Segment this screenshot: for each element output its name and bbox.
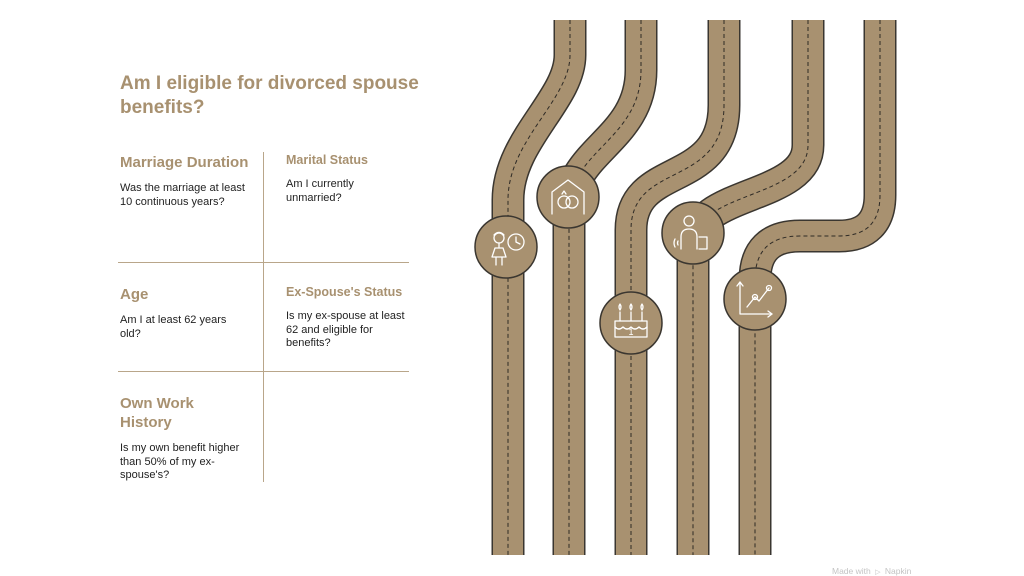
- criterion-own-work-history: Own Work History Is my own benefit highe…: [120, 394, 248, 483]
- criterion-question: Was the marriage at least 10 continuous …: [120, 182, 245, 208]
- criterion-age: Age Am I at least 62 years old?: [120, 285, 245, 341]
- cake-digit: 1: [628, 327, 633, 337]
- growth-chart-icon: [723, 267, 787, 331]
- criterion-question: Am I currently unmarried?: [286, 178, 354, 204]
- credit-footer: Made with ▷ Napkin: [832, 566, 911, 576]
- criterion-heading: Marital Status: [286, 153, 368, 167]
- credit-brand: Napkin: [884, 566, 912, 576]
- person-clock-icon: [474, 215, 538, 279]
- birthday-cake-icon: 1: [599, 291, 663, 355]
- divider-horizontal-1: [118, 262, 409, 263]
- criterion-question: Is my ex-spouse at least 62 and eligible…: [286, 310, 405, 349]
- criterion-question: Am I at least 62 years old?: [120, 314, 227, 340]
- criterion-marital-status: Marital Status Am I currently unmarried?: [286, 152, 406, 205]
- house-rings-icon: [536, 165, 600, 229]
- road-1: [491, 20, 587, 555]
- credit-prefix: Made with: [832, 566, 871, 576]
- person-benefits-icon: [661, 201, 725, 265]
- criterion-marriage-duration: Marriage Duration Was the marriage at le…: [120, 153, 250, 209]
- criterion-heading: Own Work History: [120, 395, 194, 431]
- page-title: Am I eligible for divorced spouse benefi…: [120, 73, 419, 118]
- napkin-logo-icon: ▷: [875, 569, 881, 576]
- criterion-heading: Marriage Duration: [120, 154, 249, 171]
- criterion-question: Is my own benefit higher than 50% of my …: [120, 442, 240, 481]
- road-3: [614, 20, 741, 555]
- criterion-heading: Age: [120, 286, 149, 303]
- divider-vertical: [263, 152, 264, 482]
- road-5: [738, 20, 897, 555]
- criterion-heading: Ex-Spouse's Status: [286, 285, 403, 299]
- divider-horizontal-2: [118, 371, 409, 372]
- criterion-ex-spouse-status: Ex-Spouse's Status Is my ex-spouse at le…: [286, 284, 410, 351]
